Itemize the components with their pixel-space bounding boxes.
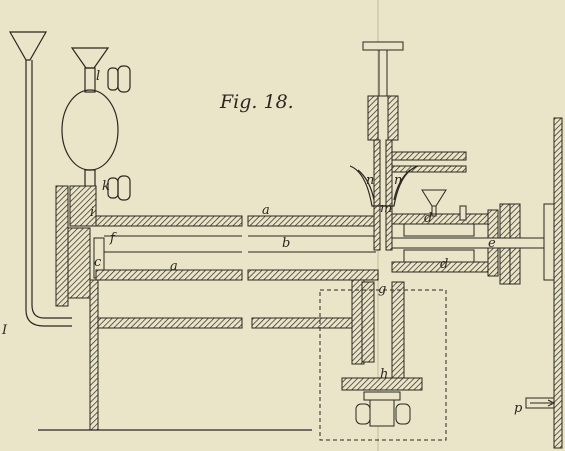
left-funnel-tube [8,31,72,327]
label-a-top: a [262,203,270,218]
label-d-bottom: d [440,257,448,272]
margin-mark: I [1,323,8,338]
label-m: m [380,201,392,216]
label-g: g [378,282,386,297]
label-k: k [102,179,110,194]
label-f: f [109,231,117,246]
vertical-plunger [362,41,467,251]
label-n-right: n [394,173,402,188]
figure-title: Fig. 18. [219,91,294,113]
label-b: b [282,236,290,251]
label-l: l [96,69,100,84]
support-frame [38,279,365,431]
main-tube [95,215,379,281]
label-p: p [514,401,523,416]
label-n-left: n [366,173,374,188]
label-c: c [94,255,102,270]
label-h: h [380,367,388,382]
cup-assembly [349,165,419,207]
right-housing [391,189,555,285]
label-e: e [488,236,496,251]
lower-column [319,281,447,441]
left-flange [55,185,105,307]
label-a-bottom: a [170,259,178,274]
right-edge-frame [525,117,563,449]
label-i: i [90,205,94,220]
label-d-top: d [424,211,432,226]
